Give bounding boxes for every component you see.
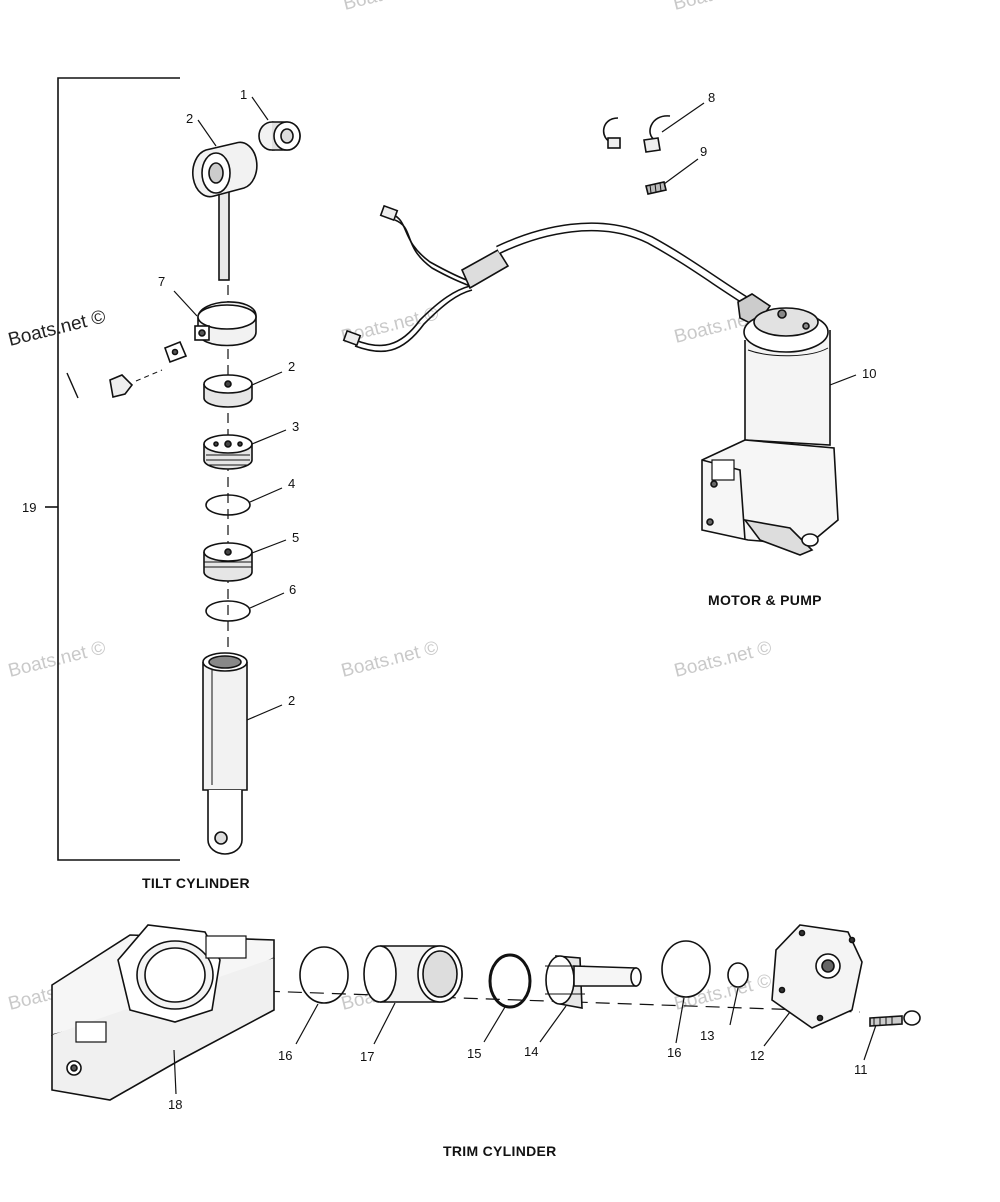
part-5-piston <box>203 542 253 582</box>
callout-2: 2 <box>288 359 295 374</box>
tilt-callouts: 1 2 7 2 3 4 5 6 2 19 TILT CYLINDER <box>22 87 299 891</box>
callout-5: 5 <box>292 530 299 545</box>
watermarks: Boats.net © Boats.net © Boats.net © Boat… <box>6 0 774 1015</box>
part-18-trim-body <box>51 924 275 1101</box>
leader-18 <box>173 1049 177 1095</box>
callout-17: 17 <box>360 1049 374 1064</box>
leader-14 <box>539 1005 567 1043</box>
leader-2c <box>246 704 283 721</box>
trim-axis <box>89 984 861 1013</box>
callout-14: 14 <box>524 1044 538 1059</box>
watermark: Boats.net © <box>672 637 774 681</box>
leader-16b <box>675 997 685 1044</box>
callout-15: 15 <box>467 1046 481 1061</box>
leader-13 <box>729 987 739 1026</box>
leader-11 <box>863 1024 877 1061</box>
part-15-ring <box>488 953 532 1009</box>
assembly-bracket <box>57 77 180 861</box>
watermark: Boats.net © <box>339 637 441 681</box>
leader-2a <box>197 119 217 147</box>
leader-7 <box>173 290 198 317</box>
leader-5 <box>251 539 287 554</box>
callout-7: 7 <box>158 274 165 289</box>
callout-3: 3 <box>292 419 299 434</box>
watermark: Boats.net © <box>341 0 443 15</box>
part-14-piston-rod <box>545 955 642 1009</box>
part-3-head <box>203 434 253 470</box>
leader-12 <box>763 1011 791 1047</box>
watermark: Boats.net © <box>6 306 108 350</box>
motor-pump-title: MOTOR & PUMP <box>708 592 822 608</box>
leader-3 <box>251 429 287 445</box>
tilt-cylinder-assembly <box>45 77 301 861</box>
callout-18: 18 <box>168 1097 182 1112</box>
callout-9: 9 <box>700 144 707 159</box>
part-7-clamp-kit <box>109 301 257 398</box>
part-4-o-ring <box>205 494 251 516</box>
callout-12: 12 <box>750 1048 764 1063</box>
callout-6: 6 <box>289 582 296 597</box>
leader-15 <box>483 1006 506 1043</box>
trim-callouts: 16 17 15 14 16 13 12 11 18 TRIM CYLINDER <box>168 1028 868 1159</box>
callout-2: 2 <box>288 693 295 708</box>
part-11-bolt <box>869 1010 921 1027</box>
callout-8: 8 <box>708 90 715 105</box>
leader-4 <box>249 487 283 503</box>
part-16-o-ring <box>299 946 349 1004</box>
leader-9 <box>663 158 699 185</box>
watermark: Boats.net © <box>6 637 108 681</box>
callout-2: 2 <box>186 111 193 126</box>
part-9-screw <box>645 181 667 195</box>
part-13-ball <box>727 962 749 988</box>
leader-10 <box>829 374 857 386</box>
callout-16: 16 <box>278 1048 292 1063</box>
part-12-end-cap <box>771 924 863 1029</box>
part-2-cap <box>203 374 253 408</box>
tilt-cylinder-title: TILT CYLINDER <box>142 875 250 891</box>
trim-cylinder-title: TRIM CYLINDER <box>443 1143 557 1159</box>
part-10-motor-pump <box>701 293 839 556</box>
leader-16a <box>295 1003 319 1045</box>
motor-pump-assembly <box>342 102 857 556</box>
trim-cylinder-assembly <box>51 924 921 1101</box>
part-1-bushing <box>258 121 301 151</box>
callout-11: 11 <box>854 1062 868 1077</box>
leader-6 <box>249 592 285 609</box>
part-17-sleeve <box>363 945 463 1003</box>
part-16-o-ring <box>661 940 711 998</box>
part-6-o-ring <box>205 600 251 622</box>
callout-10: 10 <box>862 366 876 381</box>
part-8-wire-clips <box>602 115 671 153</box>
callout-16: 16 <box>667 1045 681 1060</box>
callout-1: 1 <box>240 87 247 102</box>
kit-bracket <box>66 372 79 399</box>
part-2-rod-eye <box>192 141 258 281</box>
motor-callouts: 8 9 10 MOTOR & PUMP <box>700 90 876 608</box>
callout-19: 19 <box>22 500 36 515</box>
watermark: Boats.net © <box>671 0 773 15</box>
callout-4: 4 <box>288 476 295 491</box>
leader-1 <box>251 96 269 121</box>
part-2-cylinder-body <box>202 652 248 855</box>
leader-2b <box>251 371 283 386</box>
wire-harness <box>342 204 751 353</box>
callout-13: 13 <box>700 1028 714 1043</box>
leader-17 <box>373 1002 396 1045</box>
leader-8 <box>661 102 705 133</box>
